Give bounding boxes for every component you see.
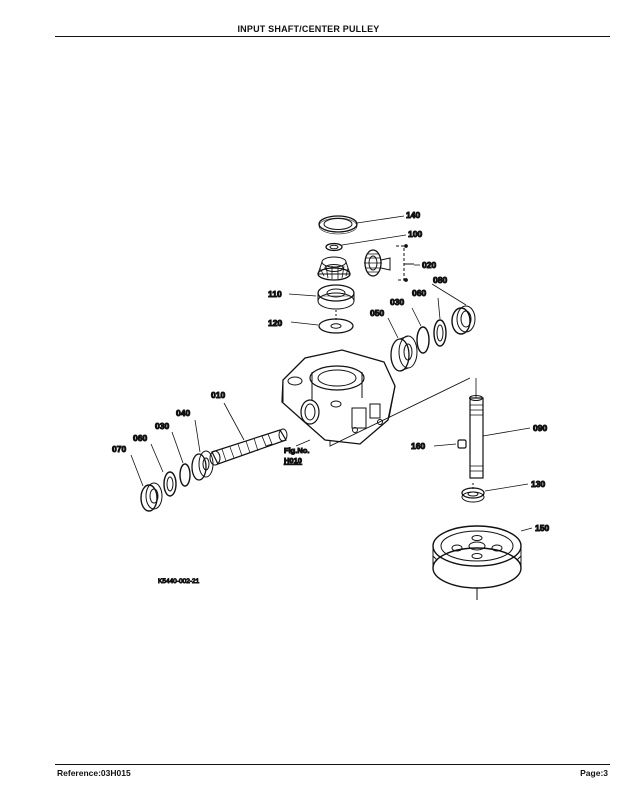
label-150: 150 — [535, 523, 549, 533]
label-020: 020 — [422, 260, 436, 270]
part-120-washer — [318, 310, 354, 334]
label-110: 110 — [268, 289, 282, 299]
page-title: INPUT SHAFT/CENTER PULLEY — [237, 24, 380, 34]
label-070: 070 — [112, 444, 126, 454]
part-030-ring-left — [179, 463, 191, 487]
part-020-group-bracket — [396, 245, 405, 281]
part-060-ring-right — [433, 319, 447, 347]
label-060-left: 060 — [133, 433, 147, 443]
fig-ref-number: H010 — [284, 456, 302, 465]
label-040: 040 — [176, 408, 190, 418]
part-160-key — [457, 439, 467, 449]
leader-lines — [130, 215, 533, 532]
label-160: 160 — [411, 441, 425, 451]
part-130-oil-seal — [461, 483, 485, 503]
label-030-left: 030 — [155, 421, 169, 431]
part-010-input-shaft — [209, 428, 288, 466]
part-030-ring-right — [416, 326, 430, 354]
label-130: 130 — [531, 479, 545, 489]
gearbox-housing — [281, 349, 471, 447]
label-090: 090 — [533, 423, 547, 433]
part-140-ring — [318, 215, 358, 235]
part-040-bearing — [191, 450, 214, 481]
part-100-snap-ring — [325, 242, 343, 252]
part-150-pulley — [432, 525, 522, 600]
part-020-bevel-gears — [317, 249, 391, 281]
footer-page-number: Page:3 — [580, 768, 608, 778]
header-rule — [55, 36, 610, 37]
label-010: 010 — [211, 390, 225, 400]
label-080: 080 — [433, 275, 447, 285]
drawing-code: K5440-002-21 — [158, 578, 200, 585]
label-050: 050 — [370, 308, 384, 318]
label-030-right: 030 — [390, 297, 404, 307]
part-070-oil-seal — [140, 482, 163, 512]
label-100: 100 — [408, 229, 422, 239]
fig-ref-label: Fig.No. — [284, 446, 309, 455]
label-060-right: 060 — [412, 288, 426, 298]
part-050-bearing — [390, 335, 418, 372]
part-060-ring-left — [163, 471, 177, 497]
part-110-bearing — [317, 284, 355, 310]
label-120: 120 — [268, 318, 282, 328]
footer-rule — [55, 764, 610, 765]
part-080-oil-seal — [451, 305, 476, 335]
footer-reference: Reference:03H015 — [57, 768, 131, 778]
part-090-output-shaft — [469, 378, 484, 479]
label-140: 140 — [406, 210, 420, 220]
